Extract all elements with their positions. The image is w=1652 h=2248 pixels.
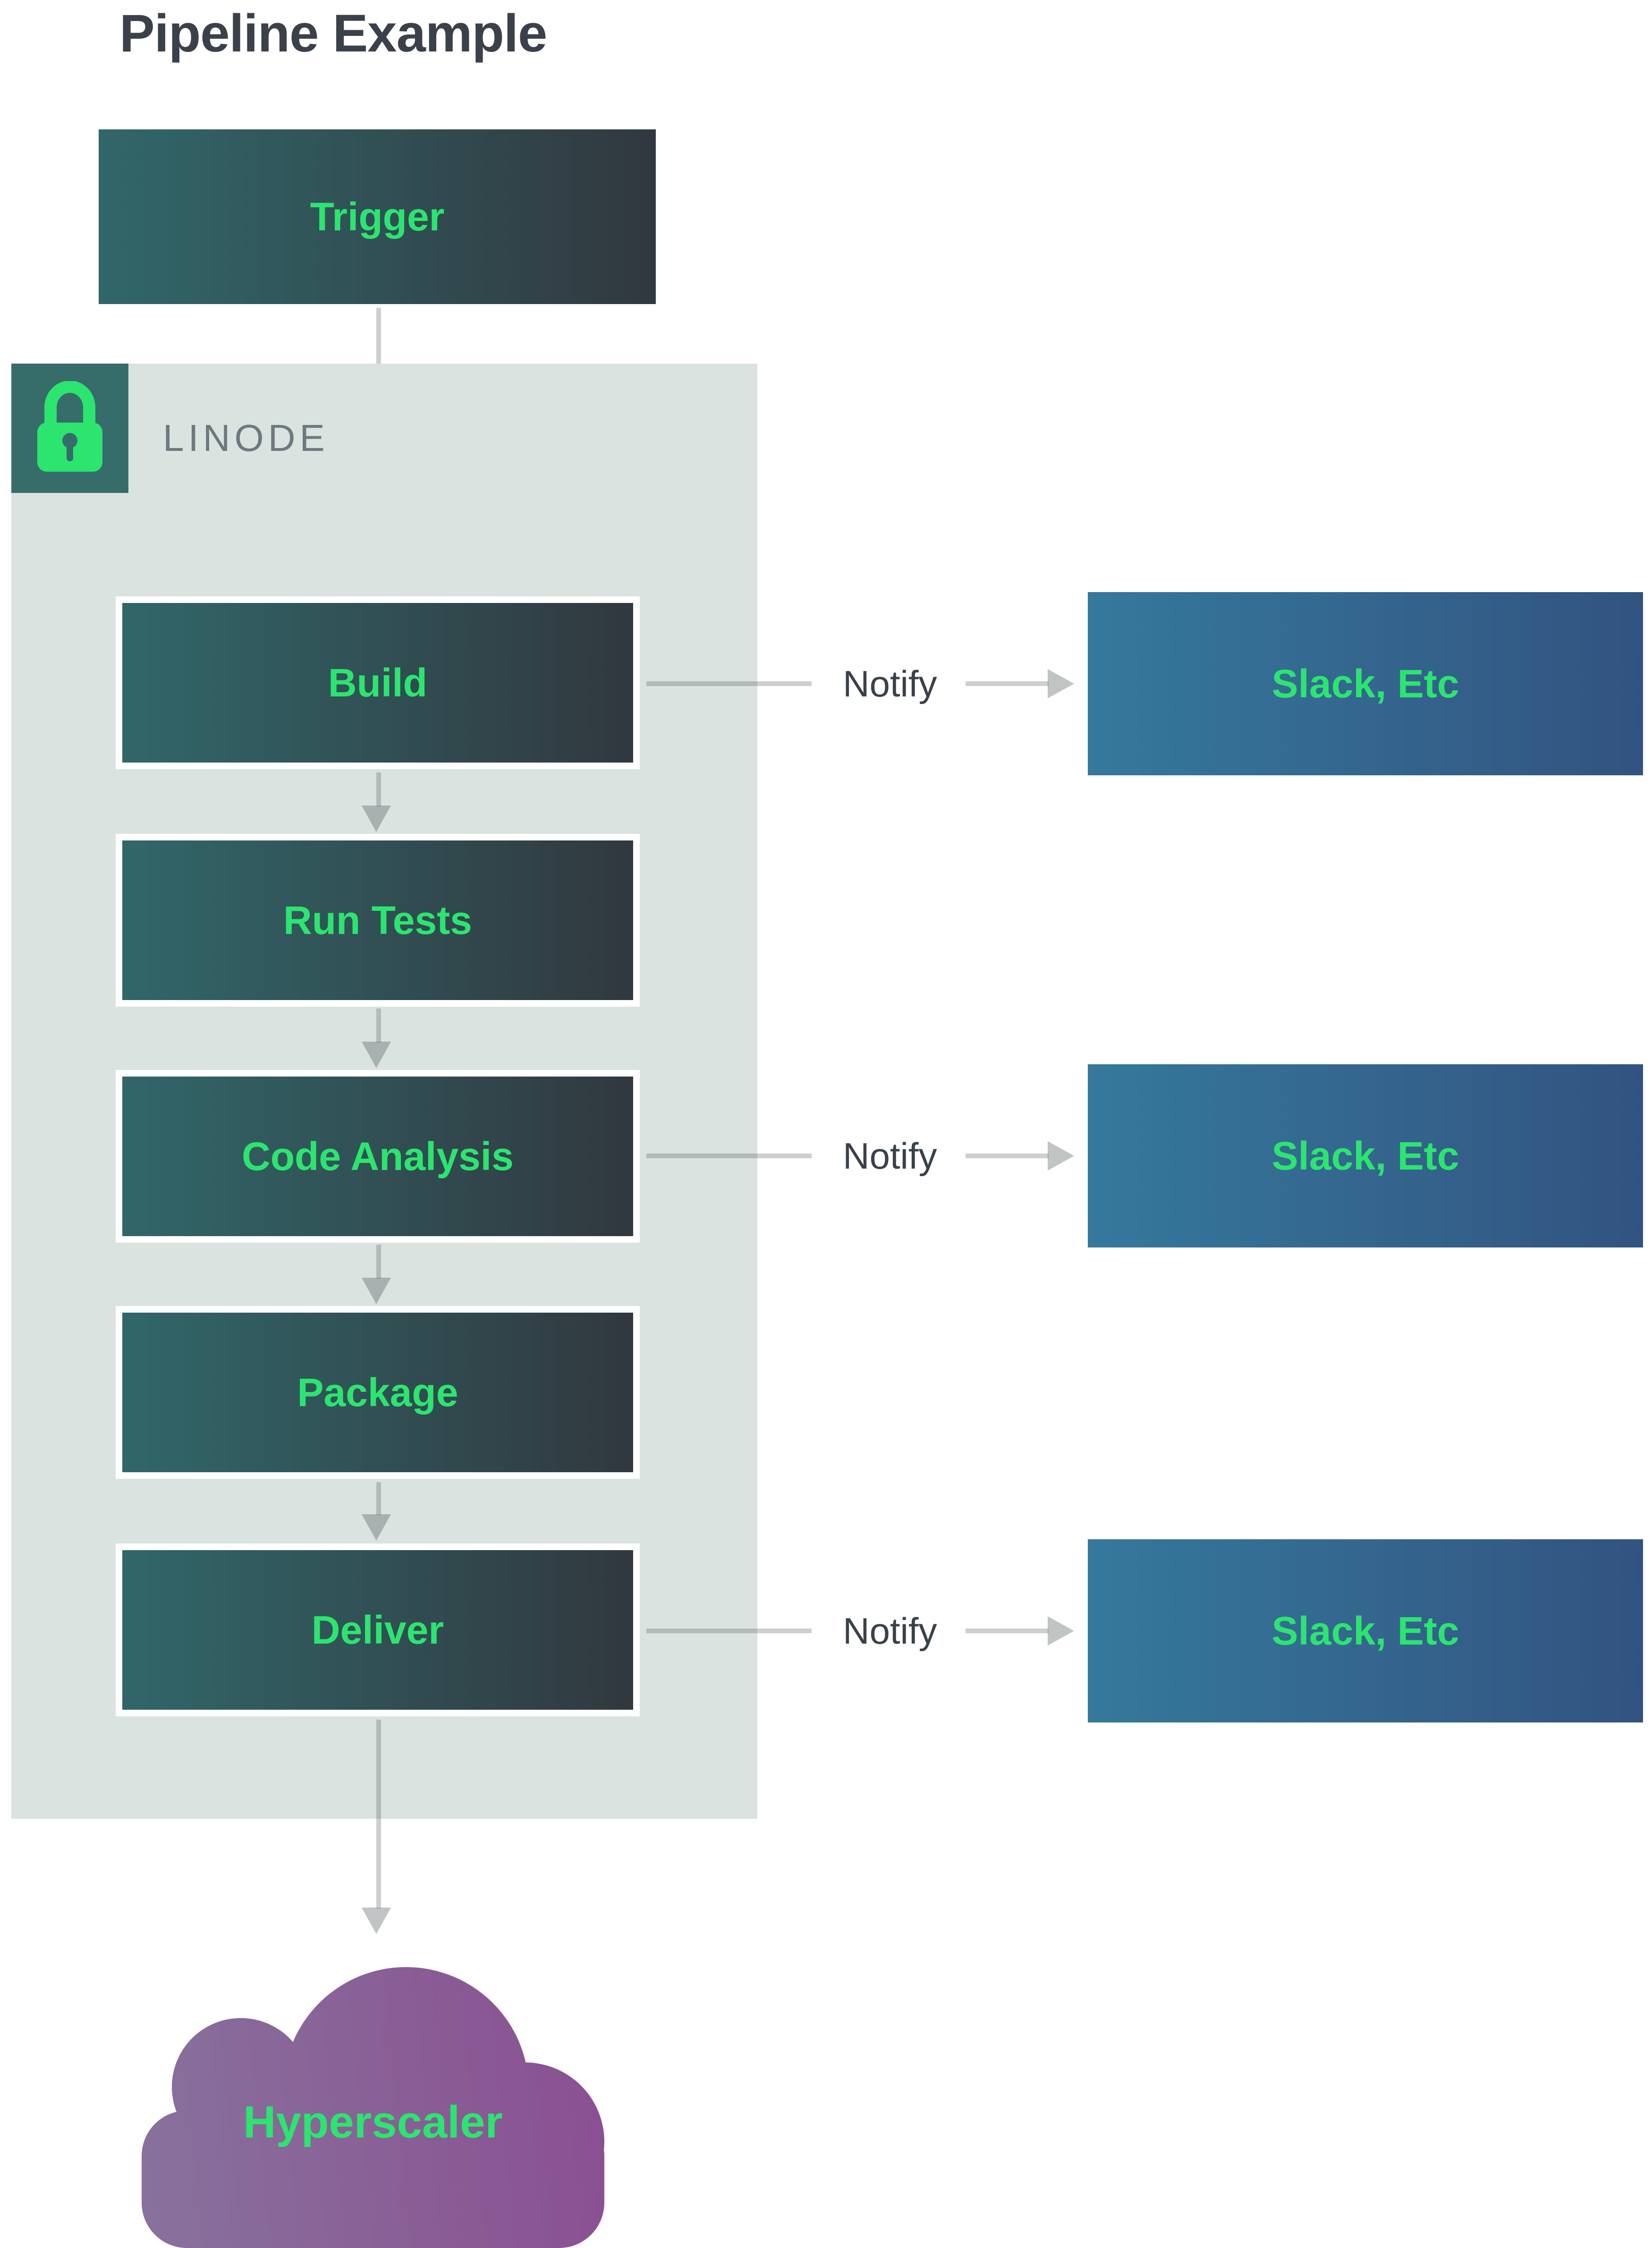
stage-label: Code Analysis	[242, 1134, 514, 1179]
stage-node-run-tests: Run Tests	[116, 834, 640, 1007]
page-title: Pipeline Example	[119, 4, 547, 63]
notify-arrow-deliver-head	[1048, 1616, 1074, 1646]
slack-label: Slack, Etc	[1271, 661, 1459, 706]
cloud-icon	[142, 1967, 604, 2248]
notify-arrow-code-analysis-head	[1048, 1141, 1074, 1171]
arrow-package-to-deliver-line	[376, 1482, 381, 1515]
notify-label-deliver: Notify	[843, 1610, 937, 1652]
arrow-deliver-to-cloud-head	[362, 1908, 391, 1934]
stage-node-build-inner: Build	[122, 603, 633, 763]
notify-label-build: Notify	[843, 662, 937, 704]
stage-label: Deliver	[311, 1607, 444, 1652]
stage-node-code-analysis: Code Analysis	[116, 1070, 640, 1243]
slack-node-3: Slack, Etc	[1088, 1539, 1643, 1722]
notify-arrow-deliver-line	[966, 1629, 1049, 1633]
arrow-codeanalysis-to-package-line	[376, 1245, 381, 1279]
stage-label: Package	[297, 1370, 458, 1415]
stage-node-deliver: Deliver	[116, 1544, 640, 1716]
hyperscaler-label: Hyperscaler	[243, 2097, 503, 2147]
slack-node-2: Slack, Etc	[1088, 1064, 1643, 1247]
arrow-runtests-to-codeanalysis-line	[376, 1009, 381, 1043]
notify-line-code-analysis	[646, 1154, 812, 1158]
arrow-deliver-to-cloud-line	[376, 1720, 381, 1909]
arrow-runtests-to-codeanalysis-head	[362, 1042, 391, 1068]
trigger-node: Trigger	[99, 129, 656, 304]
lock-badge	[11, 364, 128, 493]
slack-node-1: Slack, Etc	[1088, 592, 1643, 775]
notify-arrow-code-analysis-line	[966, 1154, 1049, 1158]
arrow-build-to-runtests-line	[376, 772, 381, 806]
notify-line-deliver	[646, 1629, 812, 1633]
stage-node-build: Build	[116, 596, 640, 769]
stage-node-package: Package	[116, 1306, 640, 1479]
stage-label: Build	[328, 660, 427, 705]
linode-panel-label: LINODE	[163, 417, 329, 459]
arrow-codeanalysis-to-package-head	[362, 1278, 391, 1304]
stage-node-run-tests-inner: Run Tests	[122, 840, 633, 1000]
stage-node-deliver-inner: Deliver	[122, 1550, 633, 1710]
arrow-build-to-runtests-head	[362, 806, 391, 832]
stage-node-code-analysis-inner: Code Analysis	[122, 1077, 633, 1236]
trigger-label: Trigger	[310, 194, 445, 239]
notify-arrow-build-line	[966, 681, 1049, 686]
stage-node-package-inner: Package	[122, 1313, 633, 1472]
notify-arrow-build-head	[1048, 669, 1074, 698]
notify-line-build	[646, 681, 812, 686]
notify-label-code-analysis: Notify	[843, 1135, 937, 1177]
slack-label: Slack, Etc	[1271, 1133, 1459, 1178]
hyperscaler-cloud	[142, 1959, 604, 2248]
arrow-package-to-deliver-head	[362, 1514, 391, 1541]
lock-icon	[34, 380, 105, 476]
stage-label: Run Tests	[283, 898, 472, 942]
slack-label: Slack, Etc	[1271, 1608, 1459, 1653]
